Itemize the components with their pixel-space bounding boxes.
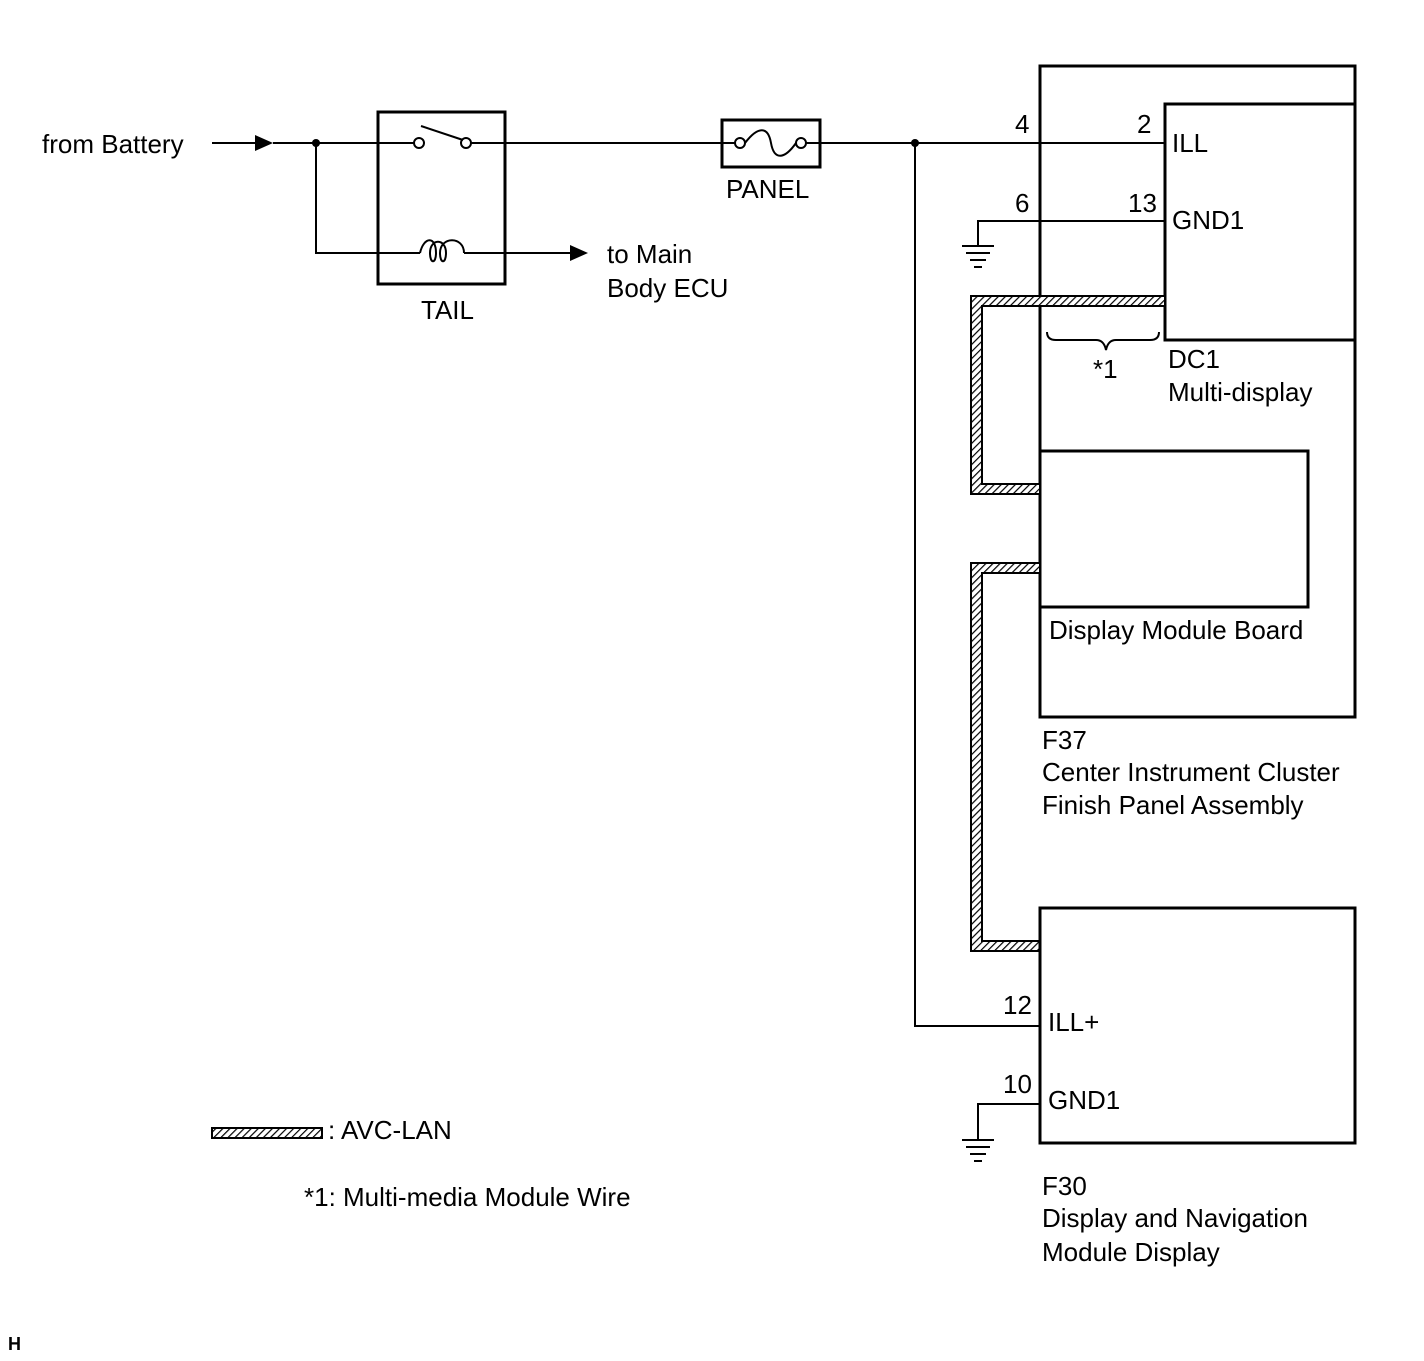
pin-12: 12 xyxy=(1003,990,1032,1020)
avc-lan-bus-upper xyxy=(970,295,1166,495)
legend-star1-label: *1: Multi-media Module Wire xyxy=(304,1182,631,1212)
corner-mark: H xyxy=(8,1334,21,1354)
relay-coil-icon xyxy=(419,239,465,263)
legend-avc-lan-label: : AVC-LAN xyxy=(328,1115,452,1145)
f37-center-instrument-cluster-box xyxy=(1038,64,1357,719)
ground-icon xyxy=(962,1139,994,1162)
ground-icon xyxy=(962,245,994,268)
switch-blade-icon xyxy=(420,125,464,141)
legend-avc-lan-swatch xyxy=(211,1127,323,1139)
f30-ground-wire xyxy=(977,1103,1040,1140)
panel-fuse xyxy=(720,118,822,169)
fuse-element-icon xyxy=(744,129,797,157)
avc-lan-bus-lower xyxy=(970,562,1041,952)
ill-feed-to-f30-wire xyxy=(914,143,1040,1027)
f37-code-label: F37 xyxy=(1042,725,1087,755)
ill-plus-terminal-label: ILL+ xyxy=(1048,1007,1099,1037)
pin-13: 13 xyxy=(1128,188,1157,218)
dc1-ground-wire xyxy=(977,220,1165,246)
display-module-board-label: Display Module Board xyxy=(1049,615,1303,645)
tail-relay xyxy=(376,110,507,286)
panel-label: PANEL xyxy=(726,174,809,204)
gnd1-dc1-terminal-label: GND1 xyxy=(1172,205,1244,235)
tail-label: TAIL xyxy=(421,295,474,325)
gnd1-f30-terminal-label: GND1 xyxy=(1048,1085,1120,1115)
f30-code-label: F30 xyxy=(1042,1171,1087,1201)
fuse-contact-icon xyxy=(795,137,807,149)
f30-name-line1: Display and Navigation xyxy=(1042,1203,1308,1233)
f30-name-line2: Module Display xyxy=(1042,1237,1220,1267)
to-main-label-line2: Body ECU xyxy=(607,273,728,303)
module-wire-brace xyxy=(1046,331,1160,351)
display-module-board-box xyxy=(1038,449,1310,609)
f30-display-navigation-box xyxy=(1038,906,1357,1145)
pin-2: 2 xyxy=(1137,109,1151,139)
star1-mark: *1 xyxy=(1093,354,1118,384)
to-main-label-line1: to Main xyxy=(607,239,692,269)
pin-10: 10 xyxy=(1003,1069,1032,1099)
from-battery-label: from Battery xyxy=(42,129,184,159)
ecu-arrow-icon xyxy=(570,245,588,261)
battery-arrow-icon xyxy=(255,135,273,151)
pin-6: 6 xyxy=(1015,188,1029,218)
pin-4: 4 xyxy=(1015,109,1029,139)
f37-name-line1: Center Instrument Cluster xyxy=(1042,757,1340,787)
fuse-contact-icon xyxy=(734,137,746,149)
switch-contact-icon xyxy=(413,137,425,149)
ill-terminal-label: ILL xyxy=(1172,128,1208,158)
dc1-name-label: Multi-display xyxy=(1168,377,1313,407)
f37-name-line2: Finish Panel Assembly xyxy=(1042,790,1304,820)
coil-branch-wire xyxy=(315,143,420,254)
dc1-code-label: DC1 xyxy=(1168,344,1220,374)
